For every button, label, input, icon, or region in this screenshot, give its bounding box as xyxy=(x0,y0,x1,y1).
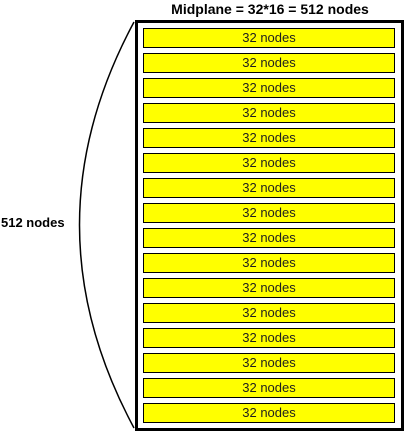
node-group-row: 32 nodes xyxy=(143,178,395,198)
node-group-row: 32 nodes xyxy=(143,328,395,348)
node-group-row: 32 nodes xyxy=(143,278,395,298)
node-group-row: 32 nodes xyxy=(143,353,395,373)
node-group-row: 32 nodes xyxy=(143,103,395,123)
node-group-row: 32 nodes xyxy=(143,203,395,223)
diagram-title: Midplane = 32*16 = 512 nodes xyxy=(171,1,369,17)
node-group-row: 32 nodes xyxy=(143,228,395,248)
node-group-row: 32 nodes xyxy=(143,253,395,273)
midplane-frame: 32 nodes 32 nodes 32 nodes 32 nodes 32 nodes… xyxy=(135,20,404,431)
node-group-row: 32 nodes xyxy=(143,303,395,323)
node-group-row: 32 nodes xyxy=(143,403,395,423)
node-group-row: 32 nodes xyxy=(143,128,395,148)
total-nodes-label: 512 nodes xyxy=(1,215,65,230)
node-group-row: 32 nodes xyxy=(143,78,395,98)
node-group-row: 32 nodes xyxy=(143,53,395,73)
node-group-row: 32 nodes xyxy=(143,153,395,173)
node-group-row: 32 nodes xyxy=(143,378,395,398)
node-group-row: 32 nodes xyxy=(143,28,395,48)
